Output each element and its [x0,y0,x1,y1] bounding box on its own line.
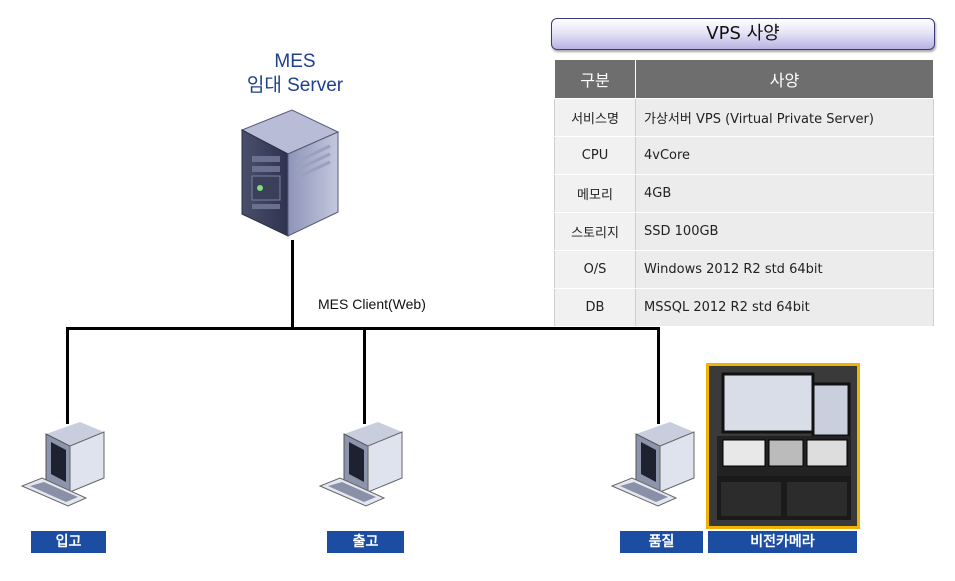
pc-icon-3 [610,422,695,507]
table-header-row: 구분 사양 [554,59,934,99]
table-row: O/S Windows 2012 R2 std 64bit [554,250,934,289]
pc-icon-2 [318,422,403,507]
row-value: MSSQL 2012 R2 std 64bit [635,288,934,327]
table-row: 메모리 4GB [554,174,934,213]
drop-line-1 [66,327,69,424]
drop-line-3 [657,327,660,424]
header-category: 구분 [554,59,636,99]
server-icon [240,109,340,237]
table-row: CPU 4vCore [554,136,934,175]
server-title: MES 임대 Server [220,50,370,98]
row-key: CPU [554,136,636,175]
server-uplink-line [291,240,294,329]
row-value: 4GB [635,174,934,213]
table-row: 서비스명 가상서버 VPS (Virtual Private Server) [554,98,934,137]
server-title-line2: 임대 Server [246,75,344,96]
table-row: 스토리지 SSD 100GB [554,212,934,251]
row-value: 가상서버 VPS (Virtual Private Server) [635,98,934,137]
row-key: DB [554,288,636,327]
vps-title: VPS 사양 [551,18,935,50]
client-label-quality: 품질 [620,531,703,553]
network-label: MES Client(Web) [318,296,426,312]
vps-spec-table: 구분 사양 서비스명 가상서버 VPS (Virtual Private Ser… [554,59,934,327]
table-row: DB MSSQL 2012 R2 std 64bit [554,288,934,327]
row-value: SSD 100GB [635,212,934,251]
row-value: Windows 2012 R2 std 64bit [635,250,934,289]
drop-line-2 [363,327,366,424]
vision-camera-photo [706,363,860,529]
row-key: 스토리지 [554,212,636,251]
pc-icon-1 [20,422,105,507]
row-key: 서비스명 [554,98,636,137]
client-label-vision-camera: 비전카메라 [708,531,857,553]
vision-camera-photo-image [709,366,857,526]
row-key: 메모리 [554,174,636,213]
header-spec: 사양 [635,59,934,99]
row-key: O/S [554,250,636,289]
client-label-inbound: 입고 [31,531,106,553]
client-label-outbound: 출고 [327,531,404,553]
row-value: 4vCore [635,136,934,175]
server-title-line1: MES [274,51,316,72]
